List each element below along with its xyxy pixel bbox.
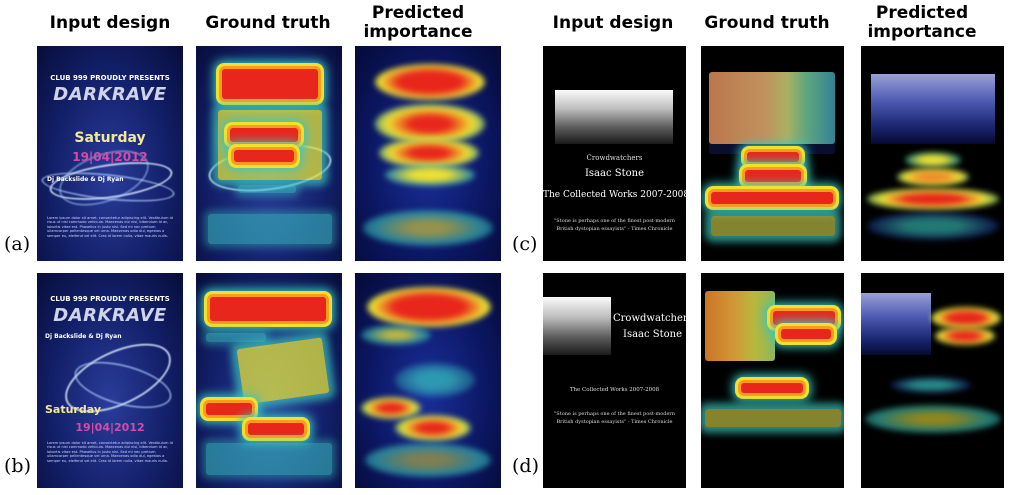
flyer-date: 19|04|2012	[75, 421, 145, 434]
label-b: (b)	[4, 455, 31, 477]
heatmap-title-region	[210, 297, 326, 321]
heatmap-streak-region	[236, 337, 330, 405]
heatmap-day-region	[206, 403, 252, 415]
heat-blob	[375, 104, 485, 144]
book-title: The Collected Works 2007-2008	[569, 387, 660, 393]
header-predicted-line1: Predicted	[875, 3, 969, 23]
heatmap-title-region	[711, 192, 833, 204]
label-a: (a)	[4, 233, 31, 255]
header-input-design-right: Input design	[552, 13, 674, 33]
book-group: Crowdwatchers	[613, 313, 686, 324]
flyer-a-ground-truth	[196, 46, 342, 261]
flyer-day: Saturday	[74, 130, 146, 146]
flyer-body: Lorem ipsum dolor sit amet, consectetur …	[47, 441, 173, 463]
book-title: The Collected Works 2007-2008	[543, 190, 686, 200]
heat-blob	[931, 307, 1001, 329]
label-c: (c)	[512, 233, 538, 255]
flyer-date: 19|04|2012	[72, 150, 148, 164]
heatmap-group-region	[747, 152, 799, 162]
heatmap-photo-region	[705, 291, 775, 361]
flyer-day: Saturday	[45, 403, 101, 416]
heatmap-djs-region	[206, 333, 266, 342]
heatmap-photo-glow	[709, 72, 835, 154]
heat-blob	[361, 397, 421, 419]
heat-blob	[935, 327, 995, 345]
heatmap-photo-region	[709, 72, 835, 144]
flyer-b-input: CLUB 999 PROUDLY PRESENTS DARKRAVE Dj Ba…	[37, 273, 183, 488]
book-d-input: Crowdwatchers Isaac Stone The Collected …	[543, 273, 686, 488]
flyer-b-ground-truth	[196, 273, 342, 488]
book-quote-line1: "Stone is perhaps one of the finest post…	[553, 411, 676, 417]
book-c-ground-truth	[701, 46, 844, 261]
heatmap-title-region	[222, 69, 318, 99]
book-author: Isaac Stone	[584, 168, 645, 179]
heat-blob	[395, 363, 475, 397]
book-photo	[543, 297, 611, 355]
heat-blob	[385, 164, 475, 186]
flyer-body: Lorem ipsum dolor sit amet, consectetur …	[47, 216, 173, 238]
book-photo-heat	[871, 74, 995, 144]
heatmap-title-region	[741, 383, 803, 393]
heat-blob	[865, 405, 1001, 433]
header-predicted-line1: Predicted	[371, 3, 465, 23]
heatmap-date-region	[234, 150, 294, 162]
heat-blob	[361, 325, 431, 345]
flyer-a-input: CLUB 999 PROUDLY PRESENTS DARKRAVE Satur…	[37, 46, 183, 261]
flyer-djs: Dj Backslide & Dj Ryan	[45, 333, 122, 340]
heat-blob	[897, 168, 969, 186]
heatmap-author-region	[745, 170, 801, 182]
heat-blob	[395, 415, 471, 441]
flyer-b-predicted	[355, 273, 501, 488]
label-d: (d)	[512, 455, 539, 477]
heatmap-quote-region	[711, 216, 835, 236]
heat-blob	[375, 64, 485, 100]
heat-blob	[867, 212, 999, 240]
heat-blob	[367, 287, 491, 327]
header-input-design-left: Input design	[49, 13, 171, 33]
flyer-presents: CLUB 999 PROUDLY PRESENTS	[50, 74, 170, 82]
book-quote-line2: British dystopian essayists" - Times Chr…	[556, 419, 673, 425]
book-c-input: Crowdwatchers Isaac Stone The Collected …	[543, 46, 686, 261]
header-predicted-right: Predicted importance	[857, 4, 987, 42]
heatmap-center-region	[218, 110, 322, 180]
heatmap-djs-region	[238, 185, 296, 193]
flyer-djs: Dj Backslide & Dj Ryan	[47, 176, 124, 183]
header-ground-truth-left: Ground truth	[205, 13, 331, 33]
book-c-predicted	[861, 46, 1004, 261]
heat-blob	[891, 377, 971, 393]
heatmap-quote-region	[705, 409, 841, 427]
heatmap-date-region	[248, 423, 304, 435]
flyer-title: DARKRAVE	[53, 305, 167, 326]
book-d-ground-truth	[701, 273, 844, 488]
flyer-presents: CLUB 999 PROUDLY PRESENTS	[50, 295, 170, 303]
heat-blob	[363, 210, 493, 246]
heatmap-group-region	[773, 311, 835, 325]
header-predicted-line2: importance	[867, 22, 977, 42]
heatmap-body-region	[206, 443, 332, 475]
book-author: Isaac Stone	[623, 329, 683, 340]
book-photo-heat	[861, 293, 931, 355]
book-quote-line1: "Stone is perhaps one of the finest post…	[553, 218, 676, 224]
header-predicted-left: Predicted importance	[353, 4, 483, 42]
heat-blob	[379, 138, 479, 168]
book-quote-line2: British dystopian essayists" - Times Chr…	[556, 226, 673, 232]
heatmap-day-region	[230, 128, 298, 142]
header-ground-truth-right: Ground truth	[704, 13, 830, 33]
flyer-title: DARKRAVE	[53, 84, 167, 105]
heat-blob	[365, 443, 491, 477]
book-d-predicted	[861, 273, 1004, 488]
heat-blob	[905, 152, 961, 168]
book-photo	[555, 90, 673, 144]
book-group: Crowdwatchers	[586, 154, 643, 162]
heat-blob	[867, 188, 999, 210]
heatmap-author-region	[781, 329, 831, 339]
heatmap-body-region	[208, 214, 332, 244]
header-predicted-line2: importance	[363, 22, 473, 42]
flyer-a-predicted	[355, 46, 501, 261]
